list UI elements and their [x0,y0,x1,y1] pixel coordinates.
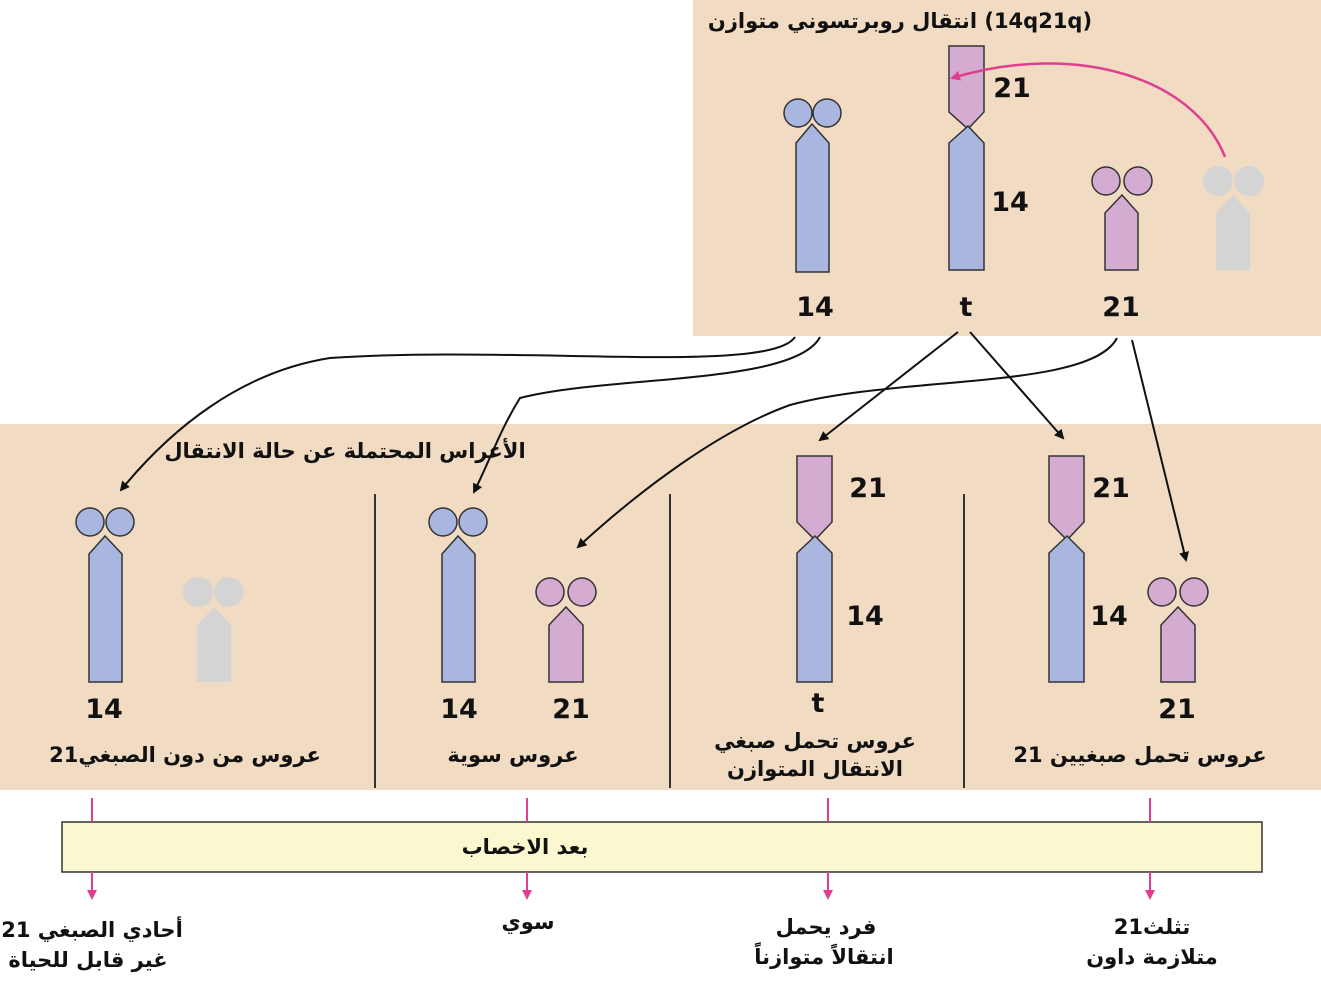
gametes-panel [0,424,1321,790]
chromosome-14 [783,98,842,273]
outcome-trisomy-line1: تثلث21 [1114,915,1191,939]
gamete-normal-chromosome-21 [535,577,597,683]
gamete-monosomy-label-14: 14 [85,694,123,725]
gamete-balanced-caption-line1: عروس تحمل صبغي [714,729,916,753]
gamete-balanced-caption-line2: الانتقال المتوازن [727,757,903,781]
gamete-trisomy-caption: عروس تحمل صبغيين 21 [1013,743,1266,767]
chromosome-21 [1091,166,1153,271]
gamete-trisomy-lower-label: 14 [1090,601,1128,632]
gamete-monosomy-chromosome-14 [75,507,135,683]
gamete-normal-chromosome-14 [428,507,488,683]
gamete-normal-label-14: 14 [440,694,478,725]
top-panel-title: انتقال روبرتسوني متوازن (14q21q) [708,9,1092,33]
translocation-label: t [960,292,973,323]
gamete-trisomy-chromosome-21 [1147,577,1209,683]
top-panel [693,0,1321,336]
gamete-balanced-lower-label: 14 [846,601,884,632]
segregation-arrows [119,331,1189,562]
lost-chromosome-ghost [1203,166,1264,270]
chromosome-14-label: 14 [796,292,834,323]
gamete-trisomy-label-21: 21 [1158,694,1196,725]
outcome-monosomy-line2: غير قابل للحياة [8,948,167,972]
gamete-monosomy-caption: عروس من دون الصبغي21 [49,743,321,767]
gamete-balanced-upper-label: 21 [849,473,887,504]
gamete-balanced-translocation-chromosome [796,455,833,683]
t-upper-label: 21 [993,73,1031,104]
outcome-trisomy-line2: متلازمة داون [1086,945,1218,969]
fertilization-label: بعد الاخصاب [462,835,589,859]
gametes-panel-title: الأعراس المحتملة عن حالة الانتقال [164,437,525,463]
fertilization-arrows [87,798,1155,900]
gamete-monosomy-missing-21 [183,577,244,682]
outcome-normal: سوي [501,910,554,935]
translocation-arrow [950,62,1227,158]
outcome-balanced-line2: انتقالاً متوازناً [754,941,893,969]
outcome-balanced-line1: فرد يحمل [776,915,877,939]
chromosome-21-label: 21 [1102,292,1140,323]
gamete-balanced-label-t: t [812,688,825,719]
translocation-chromosome [948,45,985,271]
t-lower-label: 14 [991,187,1029,218]
gamete-normal-caption: عروس سوية [447,743,578,767]
gamete-normal-label-21: 21 [552,694,590,725]
outcome-monosomy-line1: أحادي الصبغي 21 [1,915,183,943]
fertilization-band [61,821,1263,873]
gamete-trisomy-upper-label: 21 [1092,473,1130,504]
gamete-trisomy-translocation-chromosome [1048,455,1085,683]
